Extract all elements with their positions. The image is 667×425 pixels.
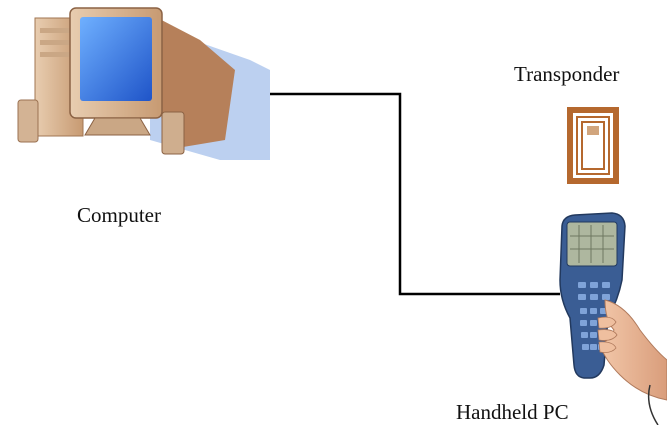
handheld-pc-icon	[559, 212, 667, 425]
handheld-pc-label: Handheld PC	[456, 400, 569, 424]
computer-label: Computer	[77, 203, 161, 227]
connection-line	[270, 92, 560, 296]
transponder-icon	[567, 107, 619, 184]
transponder-label: Transponder	[514, 62, 620, 86]
computer-icon	[17, 7, 270, 160]
